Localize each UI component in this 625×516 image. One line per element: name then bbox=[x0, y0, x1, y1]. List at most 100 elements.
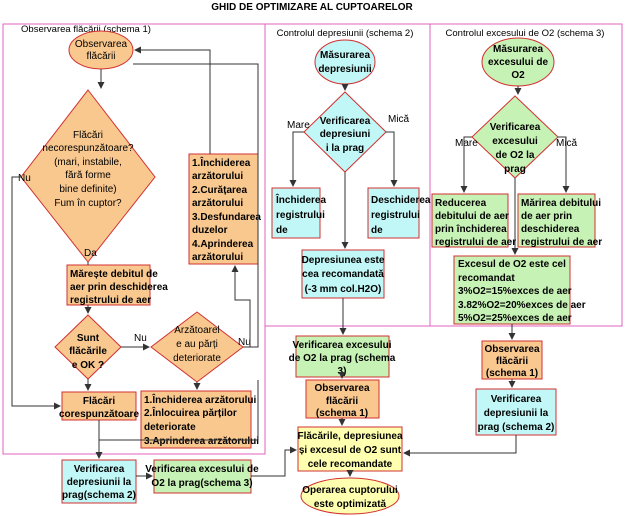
svg-text:duzelor: duzelor bbox=[192, 225, 228, 236]
svg-text:flăcării: flăcării bbox=[496, 356, 528, 367]
svg-text:(mari, instabile,: (mari, instabile, bbox=[54, 157, 122, 168]
svg-text:Operarea cuptorului: Operarea cuptorului bbox=[302, 485, 398, 496]
section-title-o2: Controlul excesului de O2 (schema 3) bbox=[446, 28, 605, 39]
svg-text:O2 la prag(schema 3): O2 la prag(schema 3) bbox=[151, 478, 252, 489]
svg-text:3): 3) bbox=[338, 366, 347, 377]
svg-text:Verificarea: Verificarea bbox=[74, 464, 125, 475]
svg-text:registrului: registrului bbox=[276, 210, 325, 221]
label-yes-1: Da bbox=[84, 248, 97, 259]
svg-text:3%O2=15%exces de aer: 3%O2=15%exces de aer bbox=[458, 286, 572, 297]
svg-text:necorespunzătoare?: necorespunzătoare? bbox=[42, 143, 134, 154]
svg-text:Depresiunea este: Depresiunea este bbox=[302, 255, 385, 266]
svg-text:Verificarea: Verificarea bbox=[320, 116, 371, 127]
svg-text:Mărirea debitului: Mărirea debitului bbox=[521, 198, 601, 209]
check-depression-left-box: Verificarea depresiunii la prag(schema 2… bbox=[61, 459, 137, 504]
svg-text:Flăcări: Flăcări bbox=[73, 130, 103, 141]
svg-text:cea recomandată: cea recomandată bbox=[302, 269, 384, 280]
svg-text:și excesul de O2 sunt: și excesul de O2 sunt bbox=[299, 445, 402, 456]
svg-text:e au părți: e au părți bbox=[176, 339, 218, 350]
svg-text:Flăcări: Flăcări bbox=[83, 396, 115, 407]
svg-text:1.Închiderea: 1.Închiderea bbox=[192, 156, 251, 169]
svg-text:registrului de aer: registrului de aer bbox=[521, 237, 602, 248]
svg-text:flăcările: flăcările bbox=[69, 346, 107, 357]
label-mare-3: Mare bbox=[455, 138, 478, 149]
svg-text:deteriorate: deteriorate bbox=[144, 422, 196, 433]
page-title: GHID DE OPTIMIZARE AL CUPTOARELOR bbox=[211, 2, 413, 13]
svg-text:de O2 la: de O2 la bbox=[496, 150, 535, 161]
replace-parts-box: 1.Închiderea arzătorului 2.Înlocuirea pă… bbox=[140, 390, 259, 449]
svg-text:Arzătoarel: Arzătoarel bbox=[174, 325, 220, 336]
svg-text:arzătorului: arzătorului bbox=[192, 252, 243, 263]
label-mica-3: Mică bbox=[556, 138, 578, 149]
svg-text:2.Înlocuirea părților: 2.Înlocuirea părților bbox=[144, 406, 237, 419]
svg-text:de: de bbox=[371, 225, 383, 236]
svg-text:Sunt: Sunt bbox=[77, 333, 100, 344]
svg-text:Verificarea excesului: Verificarea excesului bbox=[293, 340, 392, 351]
section-3-connectors bbox=[460, 86, 570, 340]
svg-text:excesului: excesului bbox=[492, 136, 538, 147]
svg-text:arzătorului: arzătorului bbox=[192, 198, 243, 209]
svg-text:Observarea: Observarea bbox=[484, 344, 539, 355]
reduce-air-box: Reducerea debitului de aer prin închider… bbox=[431, 193, 516, 248]
section-title-depression: Controlul depresiunii (schema 2) bbox=[277, 28, 414, 39]
label-no-3: Nu bbox=[238, 337, 251, 348]
o2-check-decision: Verificarea excesului de O2 la prag bbox=[471, 95, 559, 179]
svg-text:(schema 1): (schema 1) bbox=[316, 408, 368, 419]
optimized-end: Operarea cuptorului este optimizată bbox=[300, 477, 400, 515]
check-o2-left-box: Verificarea excesului de O2 la prag(sche… bbox=[145, 459, 259, 494]
svg-text:depresiunii la: depresiunii la bbox=[67, 477, 132, 488]
svg-text:prag (schema 2): prag (schema 2) bbox=[478, 422, 555, 433]
close-damper-box: Închiderea registrului de bbox=[271, 187, 326, 239]
svg-text:de aer prin: de aer prin bbox=[521, 211, 572, 222]
svg-text:Închiderea: Închiderea bbox=[275, 193, 326, 206]
svg-text:registrului de aer: registrului de aer bbox=[435, 237, 516, 248]
svg-text:flăcării: flăcării bbox=[326, 396, 358, 407]
flame-observe-start: Observarea flăcării bbox=[68, 30, 134, 70]
bottom-connectors bbox=[136, 372, 517, 480]
depression-recommended-box: Depresiunea este cea recomandată (-3 mm … bbox=[301, 249, 385, 299]
svg-text:Reducerea: Reducerea bbox=[435, 198, 487, 209]
svg-text:1.Închiderea arzătorului: 1.Închiderea arzătorului bbox=[144, 393, 256, 406]
label-mica-2: Mică bbox=[388, 114, 410, 125]
observe-flame-mid-box: Observarea flăcării (schema 1) bbox=[305, 379, 380, 419]
svg-text:Măsurarea: Măsurarea bbox=[320, 50, 370, 61]
svg-text:debitului de aer: debitului de aer bbox=[435, 211, 509, 222]
svg-text:depresiunii: depresiunii bbox=[318, 64, 372, 75]
label-mare-2: Mare bbox=[287, 120, 310, 131]
section-2-connectors bbox=[289, 84, 398, 335]
svg-text:Excesul de O2 este cel: Excesul de O2 este cel bbox=[458, 259, 566, 270]
svg-text:Verificarea: Verificarea bbox=[490, 122, 541, 133]
svg-text:excesului de: excesului de bbox=[488, 57, 548, 68]
o2-recommended-box: Excesul de O2 este cel recomandat 3%O2=1… bbox=[453, 255, 586, 325]
svg-text:aer prin deschiderea: aer prin deschiderea bbox=[70, 282, 168, 293]
svg-text:registrului de aer: registrului de aer bbox=[70, 295, 151, 306]
svg-text:Observarea: Observarea bbox=[314, 383, 369, 394]
svg-text:Flăcările, depresiunea: Flăcările, depresiunea bbox=[297, 431, 402, 442]
svg-text:este optimizată: este optimizată bbox=[314, 499, 387, 510]
svg-text:e OK ?: e OK ? bbox=[72, 360, 104, 371]
observe-flame-right-box: Observarea flăcării (schema 1) bbox=[481, 340, 543, 380]
label-no-1: Nu bbox=[18, 173, 31, 184]
burner-maintenance-box: 1.Închiderea arzătorului 2.Curățarea arz… bbox=[188, 153, 261, 265]
svg-text:depresiunii la: depresiunii la bbox=[484, 408, 549, 419]
svg-text:Verificarea excesului de: Verificarea excesului de bbox=[145, 464, 259, 475]
svg-text:2.Curățarea: 2.Curățarea bbox=[192, 185, 247, 196]
measure-o2-start: Măsurarea excesului de O2 bbox=[481, 37, 555, 87]
increase-air-box-o2: Mărirea debitului de aer prin deschidere… bbox=[517, 193, 602, 248]
svg-text:cele recomandate: cele recomandate bbox=[308, 459, 393, 470]
svg-text:O2: O2 bbox=[511, 70, 525, 81]
burner-damage-decision: Arzătoarel e au părți deteriorate bbox=[150, 311, 244, 383]
svg-text:deschiderea: deschiderea bbox=[521, 224, 580, 235]
svg-text:3.82%O2=20%exces de aer: 3.82%O2=20%exces de aer bbox=[458, 300, 586, 311]
svg-text:corespunzătoare: corespunzătoare bbox=[59, 409, 139, 420]
svg-text:Fum în cuptor?: Fum în cuptor? bbox=[54, 198, 122, 209]
svg-text:prin închiderea: prin închiderea bbox=[435, 224, 507, 235]
flames-ok-decision: Sunt flăcările e OK ? bbox=[54, 314, 122, 380]
svg-text:prag(schema 2): prag(schema 2) bbox=[62, 490, 136, 501]
check-depression-right-box: Verificarea depresiunii la prag (schema … bbox=[475, 388, 557, 436]
measure-depression-start: Măsurarea depresiunii bbox=[314, 39, 376, 85]
svg-text:Deschiderea: Deschiderea bbox=[371, 195, 431, 206]
svg-text:(schema 1): (schema 1) bbox=[486, 368, 538, 379]
svg-text:4.Aprinderea: 4.Aprinderea bbox=[192, 239, 254, 250]
